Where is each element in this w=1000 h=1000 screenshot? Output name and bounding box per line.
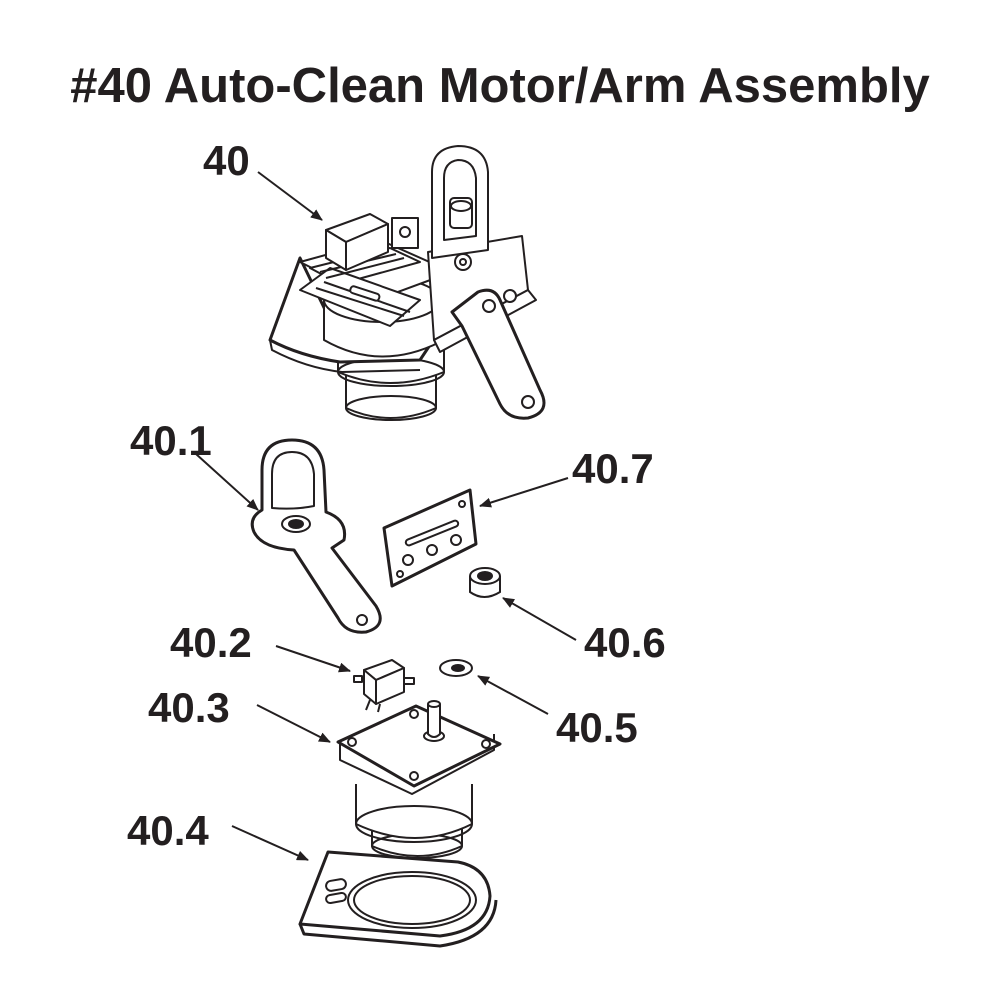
- switch-plate-40-7-illustration: [384, 490, 476, 586]
- leader-arrow-40-2: [275, 645, 351, 673]
- base-plate-40-4-illustration: [300, 852, 496, 946]
- callout-40-2: 40.2: [170, 619, 252, 666]
- leader-arrow-40-4: [231, 825, 309, 861]
- motor-40-3-illustration: [338, 701, 500, 858]
- diagram-title: #40 Auto-Clean Motor/Arm Assembly: [70, 59, 930, 113]
- leader-arrow-40-3: [256, 704, 331, 743]
- leader-arrow-40-7: [479, 477, 569, 508]
- leader-arrow-40: [257, 171, 323, 221]
- assembly-40-illustration: [270, 146, 544, 420]
- micro-switch-40-2-illustration: [354, 660, 414, 712]
- callout-40-3: 40.3: [148, 684, 230, 731]
- leader-arrow-40-6: [502, 597, 577, 641]
- leader-arrows: [195, 171, 577, 861]
- bushing-40-6-illustration: [470, 568, 500, 597]
- washer-40-5-illustration: [440, 660, 472, 676]
- callout-40-5: 40.5: [556, 704, 638, 751]
- callout-40-6: 40.6: [584, 619, 666, 666]
- callout-40-1: 40.1: [130, 417, 212, 464]
- arm-40-1-illustration: [252, 440, 380, 632]
- callout-40: 40: [203, 137, 250, 184]
- callout-40-4: 40.4: [127, 807, 209, 854]
- leader-arrow-40-5: [477, 675, 549, 715]
- leader-arrow-40-1: [195, 453, 259, 511]
- callout-40-7: 40.7: [572, 445, 654, 492]
